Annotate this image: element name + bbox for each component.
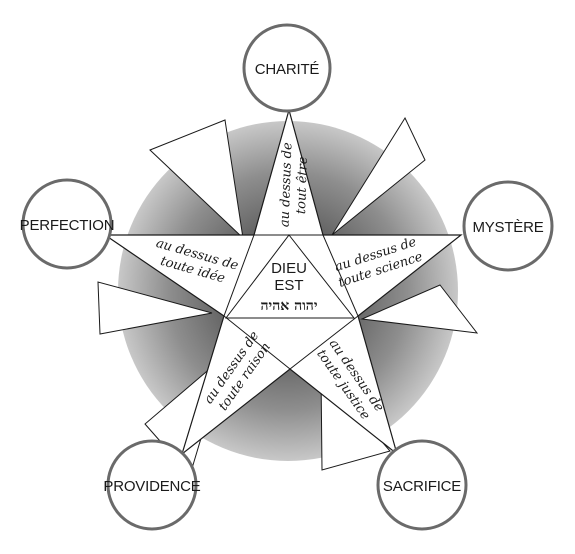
node-top-label: CHARITÉ [255, 61, 320, 78]
node-top-circle [242, 23, 332, 113]
node-bottom-right: SACRIFICE [376, 439, 468, 531]
center-line-dieu: DIEU [271, 260, 307, 277]
center-hebrew: יהוה אהיה [261, 298, 318, 314]
node-bottom-left-circle [106, 439, 198, 531]
node-left: PERFECTION [20, 178, 115, 270]
node-bottom-right-circle [376, 439, 468, 531]
node-top: CHARITÉ [242, 23, 332, 113]
center-triangle [224, 234, 356, 319]
node-right: MYSTÈRE [462, 180, 554, 272]
arm-top: au dessus de tout être [278, 142, 311, 228]
node-left-circle [21, 178, 113, 270]
node-bottom-right-label: SACRIFICE [383, 478, 461, 495]
node-right-circle [462, 180, 554, 272]
arm-top-line2: tout être [294, 156, 311, 214]
node-left-label: PERFECTION [20, 217, 115, 234]
node-bottom-left-label: PROVIDENCE [103, 478, 200, 495]
inner-pentagon [223, 234, 359, 370]
arm-top-line1: au dessus de [278, 142, 296, 228]
node-bottom-left: PROVIDENCE [103, 439, 201, 531]
node-right-label: MYSTÈRE [472, 219, 543, 236]
center-line-est: EST [274, 277, 303, 294]
